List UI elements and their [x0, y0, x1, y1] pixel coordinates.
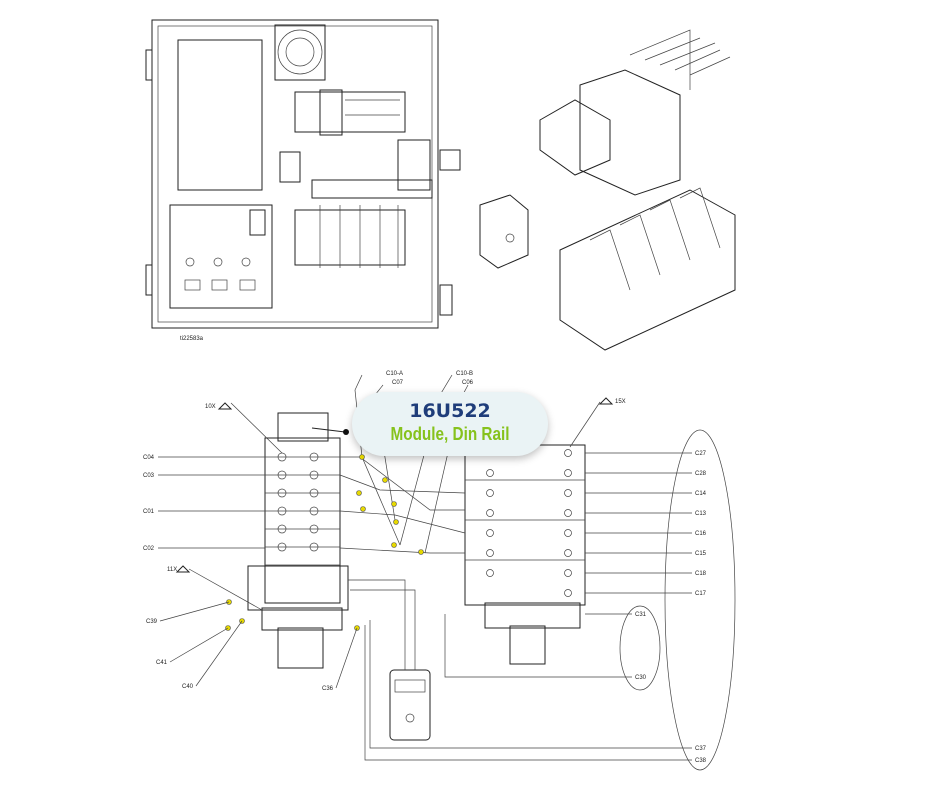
wire-label: C30 [635, 675, 647, 681]
part-number: 16U522 [409, 400, 491, 422]
wire-label: C03 [143, 473, 155, 479]
right-wire-labels: C27 C28 C14 C13 C16 C15 C18 C17 C31 C30 … [635, 451, 707, 764]
wire-label: C01 [143, 509, 155, 515]
wire-label: C10-A [386, 371, 403, 377]
enclosure-drawing: ti22583a [145, 19, 461, 342]
wire-label: C38 [695, 758, 707, 764]
wire-label: 15X [615, 399, 626, 405]
wire-label: 11X [167, 567, 177, 573]
wire-label: C36 [322, 686, 334, 692]
top-wire-labels: C10-A C07 C10-B C06 [386, 371, 474, 386]
right-terminal-block [464, 444, 586, 665]
marker-10x: 10X [205, 402, 283, 454]
wire-label: C15 [695, 551, 707, 557]
wire-label: C41 [156, 660, 168, 666]
wire-label: C14 [695, 491, 707, 497]
wire-label: C04 [143, 455, 155, 461]
wire-label: C13 [695, 511, 707, 517]
part-callout: 16U522 Module, Din Rail [352, 392, 548, 456]
wire-label: C39 [146, 619, 158, 625]
isometric-relay [479, 194, 529, 269]
wire-label: C40 [182, 684, 194, 690]
isometric-terminal-block [559, 187, 736, 351]
wire-label: C07 [392, 380, 404, 386]
bottom-wire-labels: C39 C41 C40 C36 [146, 601, 358, 692]
figure-id: ti22583a [180, 336, 204, 342]
wire-label: C27 [695, 451, 707, 457]
wires [158, 374, 736, 771]
wire-label: C31 [635, 612, 647, 618]
wire-label: C16 [695, 531, 707, 537]
wire-junctions [225, 454, 424, 631]
marker-15x: 15X [569, 397, 626, 448]
marker-11x: 11X [167, 565, 263, 611]
left-terminal-block [247, 412, 349, 669]
relay-base [389, 669, 431, 741]
part-description: Module, Din Rail [390, 424, 510, 444]
wire-label: 10X [205, 404, 216, 410]
wire-label: C06 [462, 380, 474, 386]
left-wire-labels: C04 C03 C01 C02 [143, 455, 155, 552]
wire-label: C17 [695, 591, 707, 597]
wire-label: C18 [695, 571, 707, 577]
wire-label: C02 [143, 546, 155, 552]
wire-label: C37 [695, 746, 707, 752]
wire-label: C10-B [456, 371, 473, 377]
isometric-power-supply [539, 29, 731, 196]
wire-label: C28 [695, 471, 707, 477]
